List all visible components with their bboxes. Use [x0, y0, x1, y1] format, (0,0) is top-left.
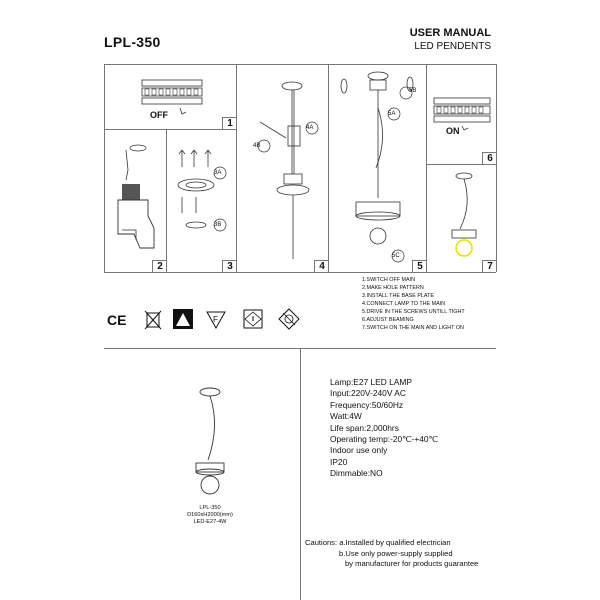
- spec-frequency: Frequency:50/60Hz: [330, 399, 404, 410]
- ce-mark-icon: CE: [107, 312, 126, 328]
- warning-icon: [243, 309, 263, 329]
- spec-lamp: Lamp:E27 LED LAMP: [330, 377, 412, 387]
- connect-wires-icon: [257, 81, 319, 259]
- callout-5c: 5C: [392, 253, 400, 259]
- step-item: 3.INSTALL THE BASE PLATE: [362, 293, 435, 299]
- panel-number-7: 7: [482, 260, 497, 273]
- step-item: 4.CONNECT LAMP TO THE MAIN: [362, 301, 446, 307]
- off-label: OFF: [150, 110, 168, 120]
- breaker-off-icon: [141, 79, 203, 115]
- product-model: LPL-350: [199, 505, 221, 511]
- panel-number-1: 1: [222, 117, 237, 130]
- manual-subtitle: LED PENDENTS: [414, 41, 491, 52]
- product-caption: LPL-350 D160xH2000(mm) LED-E27-4W: [150, 505, 270, 526]
- caution-b: b.Use only power-supply supplied: [339, 548, 453, 558]
- cautions: Cautions: a.Installed by qualified elect…: [305, 538, 478, 570]
- callout-5b: 5B: [409, 88, 417, 94]
- callout-5a: 5A: [388, 111, 396, 117]
- weee-bin-icon: [144, 310, 162, 330]
- spec-input: Input:220V-240V AC: [330, 388, 406, 399]
- lit-pendant-icon: [451, 172, 477, 257]
- spec-watt: Watt:4W: [330, 411, 362, 422]
- manual-title: USER MANUAL: [409, 27, 491, 39]
- panel-number-6: 6: [482, 152, 497, 165]
- indoor-use-icon: [173, 309, 193, 329]
- on-label: ON: [446, 126, 460, 136]
- spec-ip: IP20: [330, 456, 348, 467]
- panel-number-3: 3: [222, 260, 237, 273]
- callout-3a: 3A: [214, 170, 222, 176]
- spec-life-span: Life span:2,000hrs: [330, 422, 399, 433]
- drill-icon: [117, 144, 155, 249]
- product-dimensions: D160xH2000(mm): [187, 512, 233, 518]
- spec-dimmable: Dimmable:NO: [330, 468, 383, 479]
- callout-3b: 3B: [214, 222, 222, 228]
- spec-indoor: Indoor use only: [330, 445, 388, 456]
- svg-text:CE: CE: [107, 312, 126, 328]
- panel-number-5: 5: [412, 260, 427, 273]
- step-item: 7.SWITCH ON THE MAIN AND LIGHT ON: [362, 325, 464, 331]
- product-drawing-icon: [195, 387, 225, 495]
- panel-number-2: 2: [152, 260, 167, 273]
- callout-4b: 4B: [253, 143, 261, 149]
- step-item: 5.DRIVE IN THE SCREWS UNTILL TIGHT: [362, 309, 465, 315]
- no-covering-icon: [278, 308, 300, 330]
- callout-4a: 4A: [306, 125, 314, 131]
- model-number: LPL-350: [104, 34, 161, 50]
- product-lamp: LED-E27-4W: [193, 519, 227, 525]
- step-item: 1.SWITCH OFF MAIN: [362, 277, 416, 283]
- specifications: Lamp:E27 LED LAMP Input:220V-240V AC Fre…: [330, 377, 438, 480]
- spec-operating-temp: Operating temp:-20℃-+40℃: [330, 434, 438, 445]
- panel-number-4: 4: [314, 260, 329, 273]
- installation-steps: 1.SWITCH OFF MAIN 2.MAKE HOLE PATTERN 3.…: [362, 276, 465, 332]
- step-item: 2.MAKE HOLE PATTERN: [362, 285, 424, 291]
- step-item: 6.ADJUST BEAMING: [362, 317, 414, 323]
- caution-a: Cautions: a.Installed by qualified elect…: [305, 538, 451, 547]
- svg-text:F: F: [213, 315, 218, 324]
- base-plate-screws-icon: [177, 149, 227, 232]
- caution-b-cont: by manufacturer for products guarantee: [345, 559, 479, 569]
- f-mark-icon: F: [206, 311, 226, 330]
- breaker-on-icon: [433, 97, 491, 131]
- lamp-assembly-icon: [340, 71, 414, 263]
